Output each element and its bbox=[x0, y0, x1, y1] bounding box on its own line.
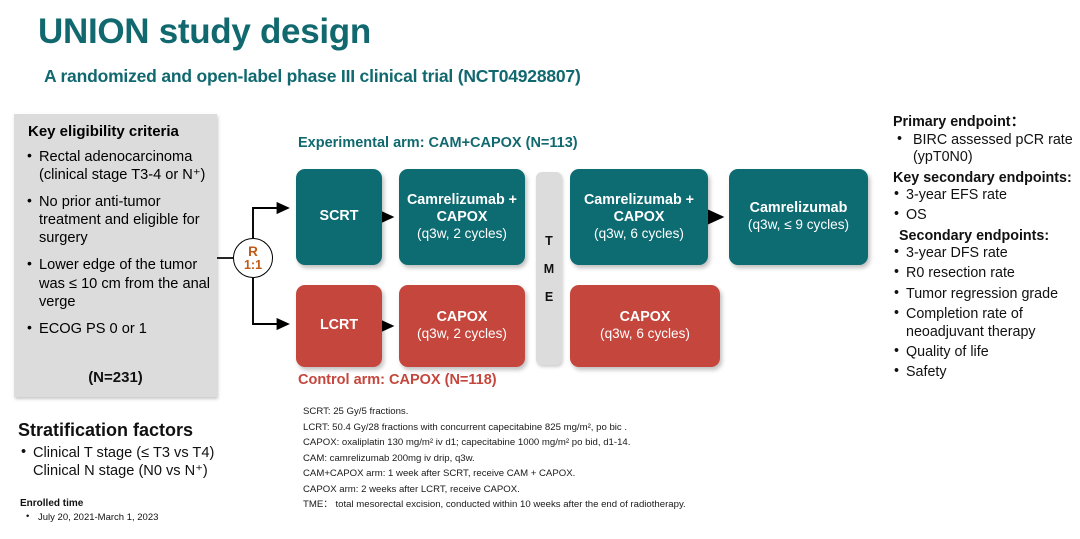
list-item: Clinical T stage (≤ T3 vs T4) bbox=[20, 443, 214, 462]
flow-box-cam-capox-2cycles: Camrelizumab + CAPOX (q3w, 2 cycles) bbox=[399, 169, 525, 265]
eligibility-title: Key eligibility criteria bbox=[28, 123, 179, 140]
flow-box-camrelizumab-maintenance: Camrelizumab (q3w, ≤ 9 cycles) bbox=[729, 169, 868, 265]
footnote-line: CAM+CAPOX arm: 1 week after SCRT, receiv… bbox=[303, 468, 576, 480]
list-item: No prior anti-tumor treatment and eligib… bbox=[26, 192, 211, 247]
list-item: OS bbox=[893, 206, 1075, 224]
flow-box-line2: (q3w, ≤ 9 cycles) bbox=[747, 217, 850, 233]
list-item: Completion rate of neoadjuvant therapy bbox=[893, 305, 1075, 341]
enrolled-time-title: Enrolled time bbox=[20, 498, 84, 509]
flow-box-line1: Camrelizumab + CAPOX bbox=[406, 191, 518, 225]
list-item: Clinical N stage (N0 vs N⁺) bbox=[33, 463, 208, 480]
stratification-list: Clinical T stage (≤ T3 vs T4) Clinical N… bbox=[20, 443, 214, 480]
tme-letter: M bbox=[543, 261, 555, 276]
list-item: BIRC assessed pCR rate (ypT0N0) bbox=[893, 131, 1075, 167]
stratification-title: Stratification factors bbox=[18, 420, 194, 440]
footnote-line: SCRT: 25 Gy/5 fractions. bbox=[303, 406, 409, 417]
list-item: ECOG PS 0 or 1 bbox=[26, 319, 211, 338]
flow-box-line2: (q3w, 2 cycles) bbox=[417, 226, 507, 241]
flow-box-line2: (q3w, 2 cycles) bbox=[417, 326, 507, 342]
list-item: Quality of life bbox=[893, 343, 1075, 361]
experimental-arm-label: Experimental arm: CAM+CAPOX (N=113) bbox=[298, 135, 578, 151]
flow-box-capox-6cycles: CAPOX (q3w, 6 cycles) bbox=[570, 285, 720, 367]
randomization-ratio: 1:1 bbox=[243, 257, 263, 272]
tme-surgery-bar: T M E bbox=[536, 172, 562, 365]
list-item: 3-year DFS rate bbox=[893, 244, 1075, 262]
list-item: Safety bbox=[893, 363, 1075, 381]
flow-box-cam-capox-6cycles: Camrelizumab + CAPOX (q3w, 6 cycles) bbox=[570, 169, 708, 265]
primary-endpoint-title: Primary endpoint： bbox=[893, 114, 1025, 130]
page-subtitle: A randomized and open-label phase III cl… bbox=[44, 66, 581, 86]
eligibility-panel: Key eligibility criteria Rectal adenocar… bbox=[14, 114, 217, 397]
endpoints-panel: Primary endpoint： BIRC assessed pCR rate… bbox=[893, 108, 1075, 385]
secondary-endpoints-title: Secondary endpoints: bbox=[899, 227, 1050, 244]
list-item: Tumor regression grade bbox=[893, 285, 1075, 303]
eligibility-total-count: (N=231) bbox=[88, 369, 143, 386]
tme-letter: T bbox=[545, 233, 553, 248]
flow-box-line2: (q3w, 6 cycles) bbox=[594, 226, 684, 241]
list-item: Lower edge of the tumor was ≤ 10 cm from… bbox=[26, 255, 211, 310]
footnote-line: CAPOX: oxaliplatin 130 mg/m² iv d1; cape… bbox=[303, 437, 631, 449]
footnote-line: CAPOX arm: 2 weeks after LCRT, receive C… bbox=[303, 483, 520, 495]
flow-box-lcrt: LCRT bbox=[296, 285, 382, 367]
flow-box-capox-2cycles: CAPOX (q3w, 2 cycles) bbox=[399, 285, 525, 367]
flow-box-line2: (q3w, 6 cycles) bbox=[600, 326, 690, 342]
eligibility-list: Rectal adenocarcinoma (clinical stage T3… bbox=[26, 147, 211, 347]
flow-box-line1: LCRT bbox=[319, 317, 359, 334]
primary-endpoint-list: BIRC assessed pCR rate (ypT0N0) bbox=[893, 131, 1075, 167]
control-arm-label: Control arm: CAPOX (N=118) bbox=[298, 372, 497, 388]
flow-box-line1: Camrelizumab + CAPOX bbox=[583, 191, 695, 225]
randomization-letter: R bbox=[248, 243, 258, 259]
flow-box-line1: CAPOX bbox=[619, 309, 671, 326]
page-title: UNION study design bbox=[38, 12, 371, 51]
flow-box-line1: SCRT bbox=[319, 208, 359, 225]
tme-letter: E bbox=[544, 289, 554, 304]
footnote-line: TME： total mesorectal excision, conducte… bbox=[303, 499, 686, 511]
flow-box-line1: Camrelizumab bbox=[749, 200, 848, 217]
randomization-node: R 1:1 bbox=[233, 238, 273, 278]
flow-box-line1: CAPOX bbox=[436, 309, 488, 326]
footnote-line: CAM: camrelizumab 200mg iv drip, q3w. bbox=[303, 452, 475, 464]
key-secondary-endpoint-list: 3-year EFS rate OS bbox=[893, 186, 1075, 225]
list-item: R0 resection rate bbox=[893, 264, 1075, 282]
key-secondary-endpoints-title: Key secondary endpoints: bbox=[893, 169, 1072, 186]
list-item: Rectal adenocarcinoma (clinical stage T3… bbox=[26, 147, 211, 184]
footnote-line: LCRT: 50.4 Gy/28 fractions with concurre… bbox=[303, 421, 628, 433]
flow-box-scrt: SCRT bbox=[296, 169, 382, 265]
secondary-endpoint-list: 3-year DFS rate R0 resection rate Tumor … bbox=[893, 244, 1075, 382]
enrolled-time-value: July 20, 2021-March 1, 2023 bbox=[26, 511, 158, 523]
list-item: 3-year EFS rate bbox=[893, 186, 1075, 204]
footnotes-block: SCRT: 25 Gy/5 fractions. LCRT: 50.4 Gy/2… bbox=[303, 404, 743, 513]
